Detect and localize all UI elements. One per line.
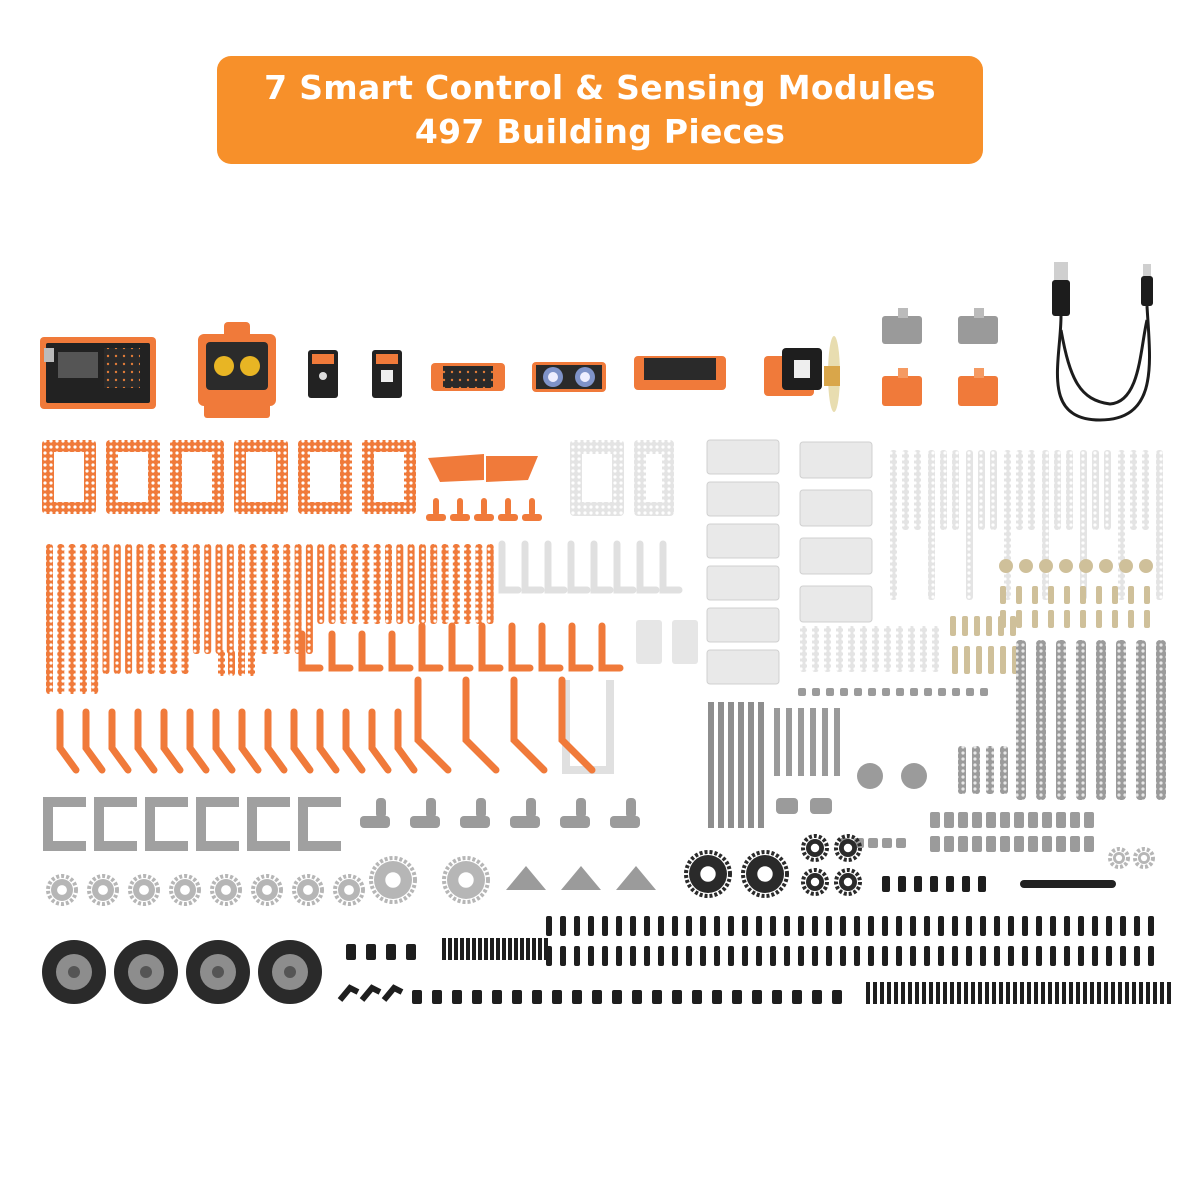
orange-beams: [46, 544, 494, 694]
gears: [46, 834, 1155, 906]
brass-pins: [950, 559, 1153, 674]
controller-board: [40, 337, 156, 409]
servo-motors: [882, 308, 998, 406]
gray-axles: [708, 702, 1094, 852]
sensor-module-b: [372, 350, 402, 398]
orange-wedges: [428, 454, 538, 482]
light-frames: [570, 440, 674, 516]
spring: [1020, 880, 1116, 888]
orange-l-beams: [298, 622, 624, 672]
orange-bent-beams: [56, 676, 596, 774]
title-banner: 7 Smart Control & Sensing Modules 497 Bu…: [217, 56, 983, 164]
gray-connectors: [360, 798, 832, 890]
face-display-module: [198, 322, 276, 418]
banner-line-modules: 7 Smart Control & Sensing Modules: [264, 68, 936, 107]
orange-t-connectors: [426, 498, 542, 521]
orange-frames: [42, 440, 416, 514]
ultrasonic-sensor-module: [532, 362, 606, 392]
light-panels: [706, 439, 873, 685]
gray-c-frames: [43, 797, 341, 851]
usb-cable: [1052, 262, 1153, 422]
led-matrix-module: [431, 363, 505, 391]
banner-line-pieces: 497 Building Pieces: [414, 112, 786, 151]
wheels: [42, 940, 322, 1004]
sensor-module-a: [308, 350, 338, 398]
black-pins: [337, 876, 1171, 1004]
line-tracking-module: [634, 356, 726, 390]
fan-motor-module: [764, 336, 840, 412]
